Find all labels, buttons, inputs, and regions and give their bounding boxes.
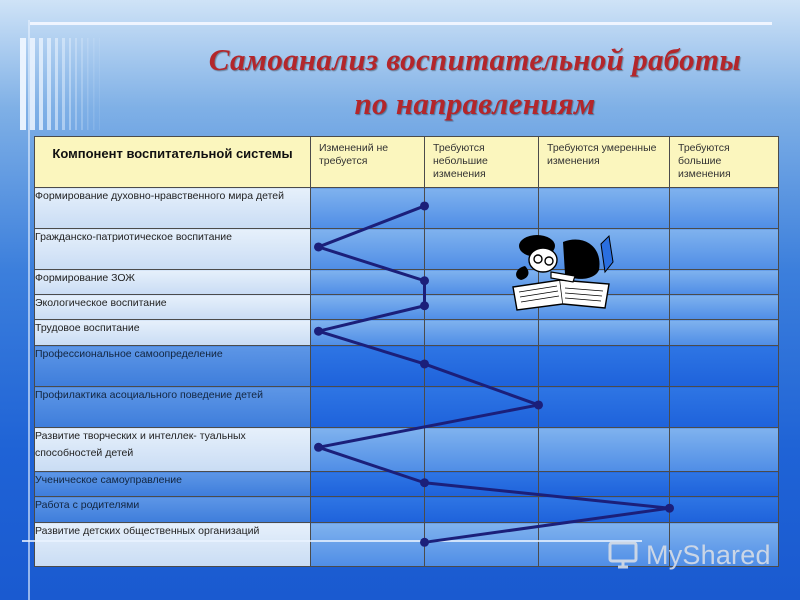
- cell: [669, 522, 779, 567]
- cell: [424, 345, 539, 387]
- table-row: Работа с родителями: [34, 496, 779, 523]
- row-label: Гражданско-патриотическое воспитание: [34, 228, 311, 270]
- watermark-text: MyShared: [646, 540, 771, 570]
- cell: [669, 269, 779, 295]
- slide-title-line1: Самоанализ воспитательной работы: [208, 42, 742, 77]
- header-component: Компонент воспитательной системы: [34, 136, 311, 188]
- cell: [310, 228, 425, 270]
- cell: [424, 187, 539, 229]
- cell: [538, 471, 670, 497]
- row-label: Развитие творческих и интеллек- туальных…: [34, 427, 311, 472]
- cell: [310, 386, 425, 428]
- cell: [538, 496, 670, 523]
- table-row: Профилактика асоциального поведение дете…: [34, 386, 779, 428]
- header-col-moderate-changes: Требуются умеренные изменения: [538, 136, 670, 188]
- cell: [669, 386, 779, 428]
- cell: [310, 187, 425, 229]
- table-row: Формирование духовно-нравственного мира …: [34, 187, 779, 229]
- cell: [669, 471, 779, 497]
- table-header-row: Компонент воспитательной системы Изменен…: [34, 136, 779, 188]
- decor-stripes: [20, 38, 100, 130]
- row-label: Ученическое самоуправление: [34, 471, 311, 497]
- cell: [424, 427, 539, 472]
- cell: [669, 496, 779, 523]
- cell: [669, 294, 779, 320]
- cell: [310, 522, 425, 567]
- row-label: Работа с родителями: [34, 496, 311, 523]
- row-label: Формирование духовно-нравственного мира …: [34, 187, 311, 229]
- cell: [669, 427, 779, 472]
- watermark: MyShared: [606, 537, 776, 573]
- cell: [310, 471, 425, 497]
- person-reading-book-icon: [512, 234, 614, 311]
- cell: [424, 319, 539, 346]
- header-col-large-changes: Требуются большие изменения: [669, 136, 779, 188]
- table-row: Экологическое воспитание: [34, 294, 779, 320]
- cell: [424, 386, 539, 428]
- cell: [669, 345, 779, 387]
- cell: [310, 496, 425, 523]
- left-decor-line: [28, 20, 30, 600]
- cell: [310, 427, 425, 472]
- cell: [538, 427, 670, 472]
- header-col-small-changes: Требуются небольшие изменения: [424, 136, 539, 188]
- row-label: Развитие детских общественных организаци…: [34, 522, 311, 567]
- table-row: Гражданско-патриотическое воспитание: [34, 228, 779, 270]
- header-col-no-changes: Изменений не требуется: [310, 136, 425, 188]
- cell: [310, 319, 425, 346]
- row-label: Профессиональное самоопределение: [34, 345, 311, 387]
- cell: [538, 319, 670, 346]
- cell: [538, 386, 670, 428]
- cell: [310, 294, 425, 320]
- cell: [424, 496, 539, 523]
- cell: [424, 522, 539, 567]
- table-row: Развитие творческих и интеллек- туальных…: [34, 427, 779, 472]
- table-row: Ученическое самоуправление: [34, 471, 779, 497]
- analysis-table: Компонент воспитательной системы Изменен…: [34, 136, 779, 567]
- cell: [424, 471, 539, 497]
- cell: [310, 345, 425, 387]
- row-label: Формирование ЗОЖ: [34, 269, 311, 295]
- row-label: Профилактика асоциального поведение дете…: [34, 386, 311, 428]
- cell: [669, 228, 779, 270]
- table-row: Формирование ЗОЖ: [34, 269, 779, 295]
- cell: [310, 269, 425, 295]
- cell: [669, 187, 779, 229]
- table-row: Трудовое воспитание: [34, 319, 779, 346]
- table-row: Профессиональное самоопределение: [34, 345, 779, 387]
- watermark-logo-icon: [608, 541, 638, 569]
- bottom-decor-line: [22, 540, 642, 542]
- row-label: Трудовое воспитание: [34, 319, 311, 346]
- top-decor-line: [30, 22, 772, 25]
- cell: [669, 319, 779, 346]
- slide-title-line2: по направлениям: [354, 86, 596, 121]
- cell: [538, 345, 670, 387]
- row-label: Экологическое воспитание: [34, 294, 311, 320]
- cell: [538, 187, 670, 229]
